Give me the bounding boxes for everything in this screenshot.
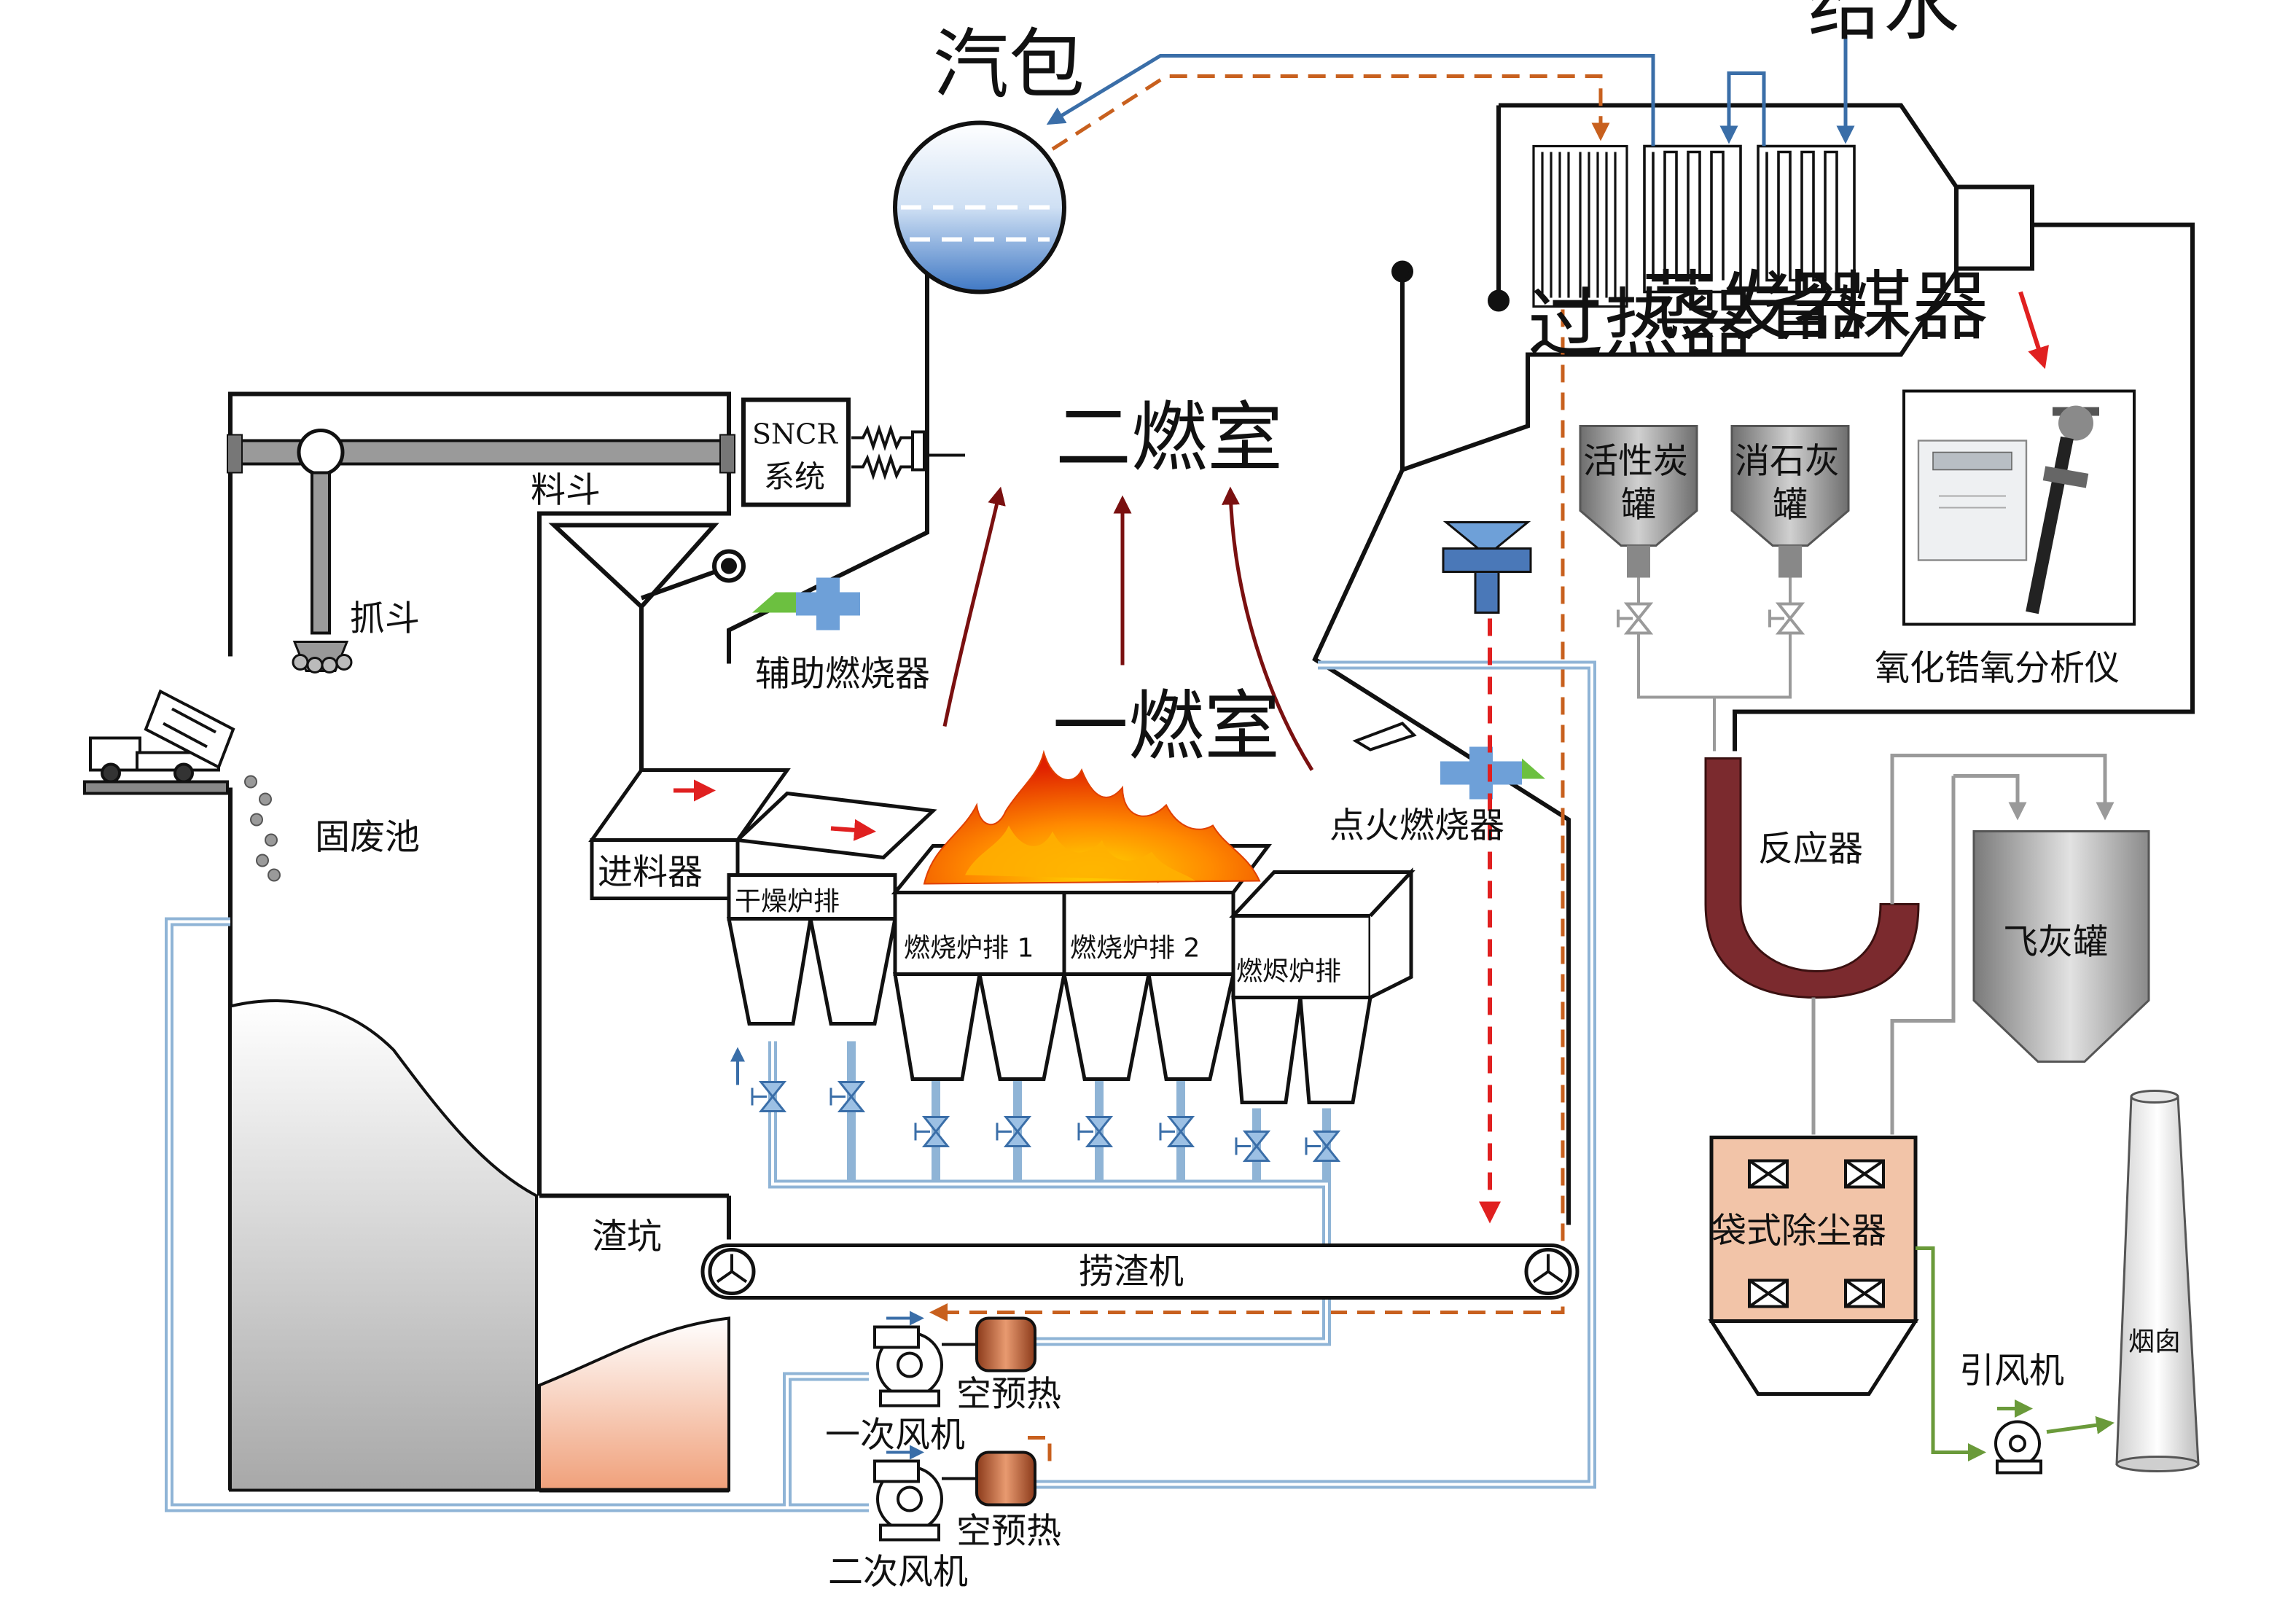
label-drum: 汽包 [933, 20, 1085, 109]
label-reactor: 反应器 [1758, 829, 1863, 870]
evaporator-coils [1643, 144, 1742, 294]
label-burnout-grate: 燃烬炉排 [1236, 957, 1341, 987]
label-air-preheater-2: 空预热 [956, 1511, 1061, 1552]
steam-drum [893, 120, 1066, 294]
label-secondary-chamber: 二燃室 [1055, 394, 1283, 483]
analyzer-pointer [2018, 291, 2049, 370]
sorbent-injector [1442, 521, 1532, 614]
label-dry-grate: 干燥炉排 [735, 887, 840, 917]
crane-rail [227, 429, 735, 635]
label-primary-chamber: 一燃室 [1053, 682, 1280, 771]
feedwater-pipes [1046, 35, 1855, 147]
bag-filter-cells [1748, 1159, 1885, 1308]
label-burn-grate-1: 燃烧炉排 1 [904, 934, 1034, 964]
label-primary-fan: 一次风机 [825, 1415, 965, 1456]
sncr-box [741, 397, 851, 507]
fly-ash-tank [1972, 830, 2150, 1063]
label-analyzer: 氧化锆氧分析仪 [1875, 648, 2120, 689]
falling-waste [244, 775, 281, 882]
aux-burner [752, 577, 860, 630]
slag-pit [538, 1316, 730, 1493]
label-id-fan: 引风机 [1959, 1351, 2064, 1391]
label-bag-filter: 袋式除尘器 [1711, 1211, 1886, 1252]
superheater-coils [1532, 144, 1628, 308]
ignition-burner [1440, 746, 1545, 800]
label-fly-ash-tank: 飞灰罐 [2003, 922, 2108, 963]
text-labels: 汽包 给水 过热器 蒸发器 省煤器 二燃室 一燃室 SNCR 系统 料斗 抓斗 … [315, 0, 2181, 1593]
label-sncr-1: SNCR [752, 418, 838, 450]
boiler-flue-duct [1312, 103, 2195, 1225]
reactor-body [1704, 757, 1920, 999]
label-grab: 抓斗 [350, 598, 420, 639]
steam-dashed-lines [929, 74, 1610, 1461]
lime-tank [1730, 425, 1850, 578]
sorbent-valves [1617, 577, 1805, 751]
label-economizer: 省煤器 [1761, 262, 1988, 351]
label-burn-grate-2: 燃烧炉排 2 [1070, 934, 1200, 964]
label-ignition-burner: 点火燃烧器 [1329, 805, 1504, 846]
label-waste-pit: 固废池 [315, 817, 420, 858]
reactor-gray-pipes [1811, 754, 2115, 1135]
air-pipes-inner [168, 663, 1593, 1510]
exhaust-line [1916, 1246, 2115, 1461]
flue-gas-arrows [942, 486, 1314, 771]
label-hopper: 料斗 [531, 470, 601, 511]
label-secondary-fan: 二次风机 [828, 1552, 968, 1593]
label-activated-carbon-2: 罐 [1621, 485, 1656, 526]
sncr-injector [851, 424, 965, 480]
air-valves [751, 1081, 1341, 1162]
slag-chute [1352, 722, 1417, 751]
label-slag-remover: 捞渣机 [1079, 1252, 1184, 1292]
economizer-coils [1757, 144, 1856, 294]
activated-carbon-tank [1579, 425, 1698, 578]
grab-bucket [292, 641, 353, 673]
label-sncr-2: 系统 [764, 459, 825, 495]
label-chimney: 烟囱 [2128, 1327, 2181, 1357]
zirconia-analyzer [1902, 389, 2136, 626]
label-evaporator: 蒸发器 [1641, 262, 1869, 351]
label-superheater: 过热器 [1528, 280, 1755, 369]
slag-conveyor [700, 1243, 1580, 1300]
feed-hopper [548, 523, 746, 770]
waste-pile [229, 999, 538, 1492]
chimney [2115, 1090, 2200, 1472]
label-feedwater: 给水 [1808, 0, 1959, 51]
label-lime-2: 罐 [1773, 485, 1808, 526]
label-air-preheater-1: 空预热 [956, 1374, 1061, 1415]
dump-truck [83, 689, 235, 795]
label-slag-pit: 渣坑 [592, 1217, 662, 1257]
label-lime-1: 消石灰 [1735, 441, 1840, 482]
secondary-fan-group [873, 1450, 1036, 1542]
label-aux-burner: 辅助燃烧器 [755, 654, 930, 695]
fan-inlet-arrows [886, 1311, 924, 1460]
label-activated-carbon-1: 活性炭 [1583, 441, 1688, 482]
id-fan [1994, 1420, 2042, 1475]
flames [923, 749, 1261, 885]
label-feeder: 进料器 [598, 852, 703, 893]
primary-fan-group [873, 1316, 1036, 1407]
flue-outlet-box [1954, 184, 2034, 271]
